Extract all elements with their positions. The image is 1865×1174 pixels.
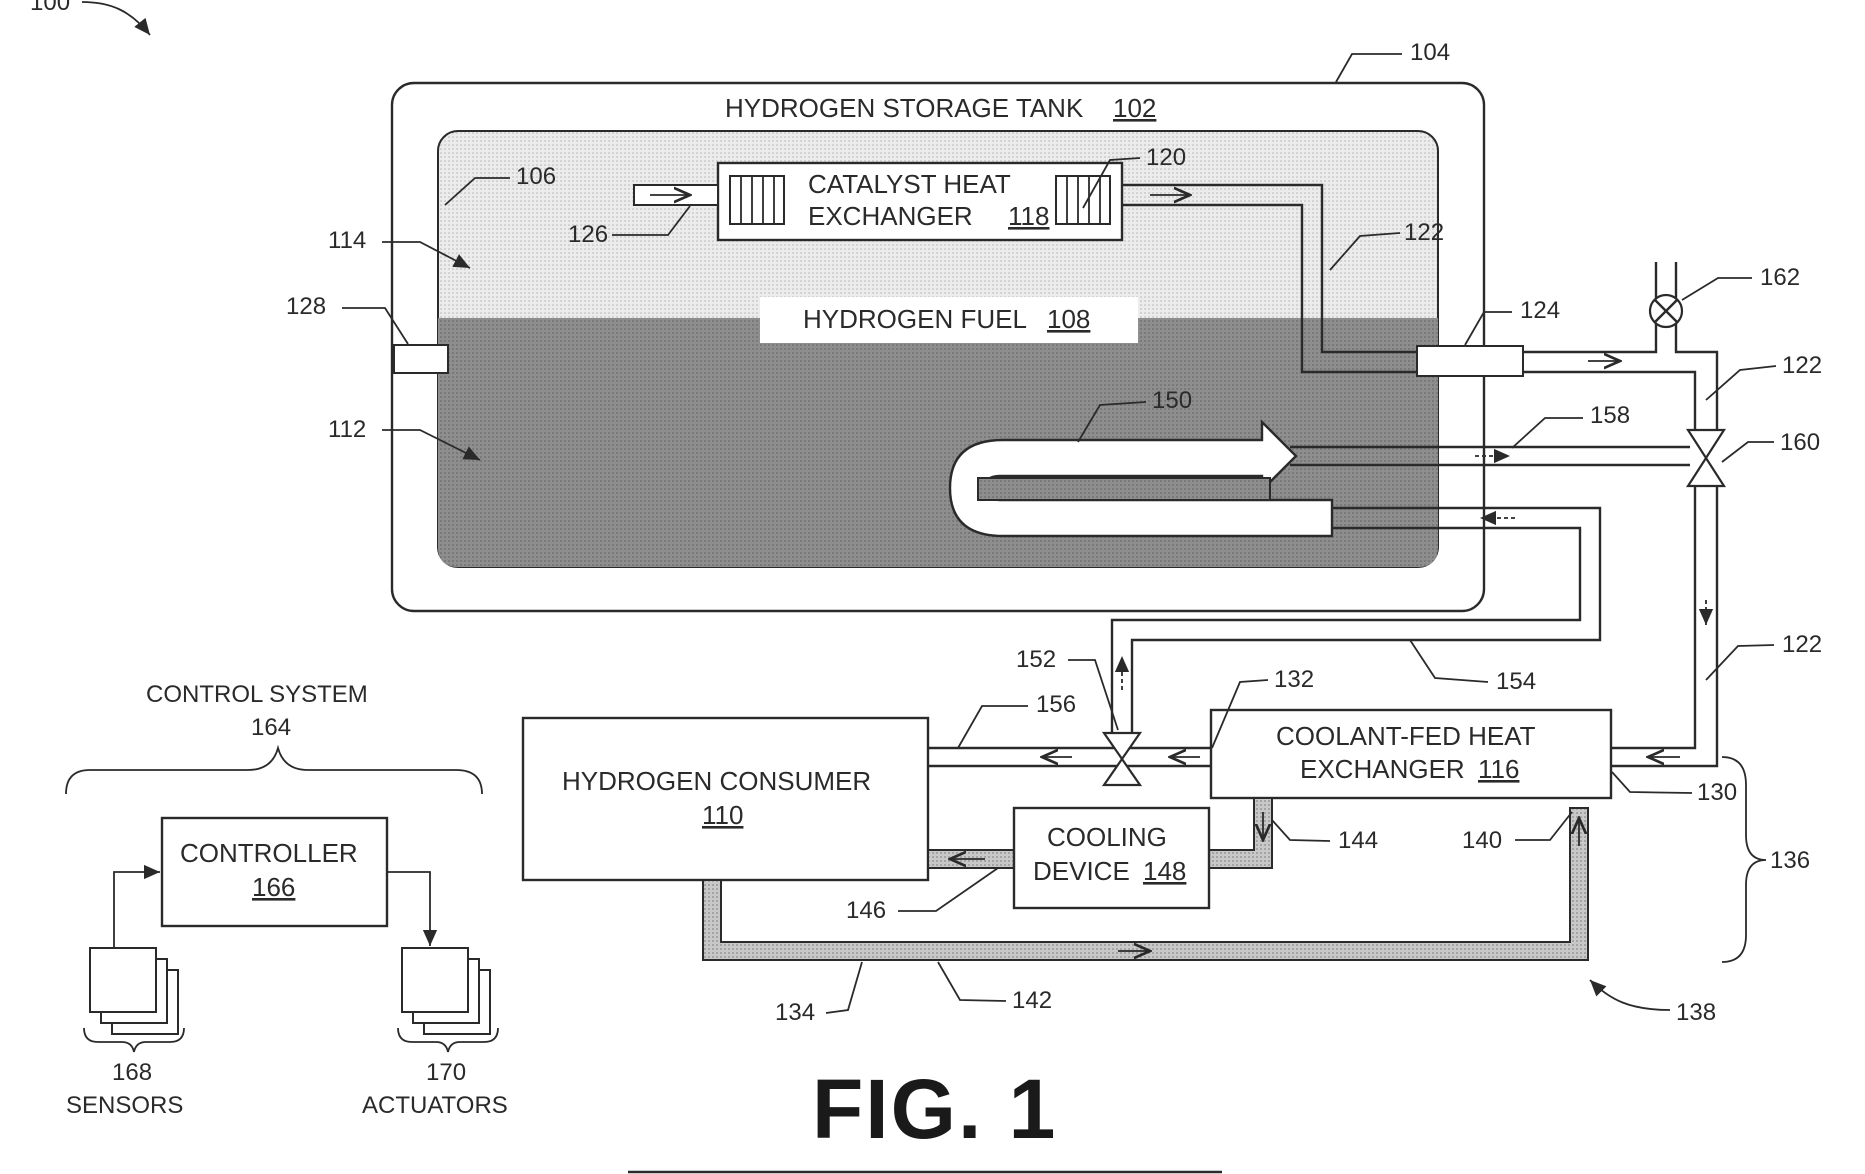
leader-140: 140 [1462,812,1572,854]
coolant-hx-line2: EXCHANGER [1300,754,1465,784]
actuators-ref: 170 [426,1059,466,1086]
cooling-device-line2: DEVICE [1033,856,1130,886]
catalyst-hx-line2: EXCHANGER [808,201,973,231]
tank-title: HYDROGEN STORAGE TANK [725,93,1084,123]
svg-text:120: 120 [1146,144,1186,171]
coolant-hx-ref: 116 [1478,754,1519,784]
svg-text:154: 154 [1496,668,1536,695]
svg-text:138: 138 [1676,999,1716,1026]
control-system-label: CONTROL SYSTEM [146,681,368,708]
svg-text:130: 130 [1697,779,1737,806]
svg-text:136: 136 [1770,847,1810,874]
leader-142: 142 [938,962,1052,1014]
coolant-hx-line1: COOLANT-FED HEAT [1276,721,1536,751]
svg-text:160: 160 [1780,429,1820,456]
leader-122-right: 122 [1706,352,1822,400]
svg-text:100: 100 [30,0,70,16]
svg-text:150: 150 [1152,387,1192,414]
control-system-brace [66,748,482,794]
sensors-label: SENSORS [66,1092,183,1119]
control-system: CONTROL SYSTEM 164 CONTROLLER 166 168 SE… [66,681,508,1119]
svg-text:162: 162 [1760,264,1800,291]
figure-ref-100: 100 [30,0,150,35]
catalyst-hx-line1: CATALYST HEAT [808,169,1011,199]
actuators-stack-icon [402,948,490,1034]
consumer-feed-156: 156 [928,691,1211,766]
cooling-device: COOLING DEVICE 148 [1014,808,1209,908]
consumer-ref: 110 [702,800,743,830]
hydrogen-fuel-label: HYDROGEN FUEL [803,304,1027,334]
svg-text:114: 114 [328,227,366,254]
figure-title: FIG. 1 [812,1062,1057,1156]
svg-text:106: 106 [516,163,556,190]
catalyst-grid-left-icon [730,176,784,224]
svg-text:132: 132 [1274,666,1314,693]
svg-text:142: 142 [1012,987,1052,1014]
leader-134: 134 [775,962,862,1026]
coolant-fed-heat-exchanger: COOLANT-FED HEAT EXCHANGER 116 [1211,710,1611,798]
svg-text:122: 122 [1782,631,1822,658]
valve-162: 162 [1650,264,1800,327]
catalyst-hx-ref: 118 [1008,201,1049,231]
svg-text:128: 128 [286,293,326,320]
tank-title-ref: 102 [1113,93,1156,123]
catalyst-grid-right-icon [1056,176,1110,224]
catalyst-heat-exchanger: CATALYST HEAT EXCHANGER 118 [718,163,1122,240]
leader-104: 104 [1336,39,1450,82]
svg-text:124: 124 [1520,297,1560,324]
hydrogen-consumer: HYDROGEN CONSUMER 110 [523,718,928,880]
sensors-stack-icon [90,948,178,1034]
svg-text:104: 104 [1410,39,1450,66]
leader-144: 144 [1272,820,1378,854]
svg-text:144: 144 [1338,827,1378,854]
svg-text:152: 152 [1016,646,1056,673]
leader-130: 130 [1612,772,1737,806]
svg-text:134: 134 [775,999,815,1026]
actuators-label: ACTUATORS [362,1092,508,1119]
sensors-ref: 168 [112,1059,152,1086]
svg-text:158: 158 [1590,402,1630,429]
cooling-device-line1: COOLING [1047,822,1167,852]
figure-caption: FIG. 1 [812,1062,1057,1156]
svg-text:156: 156 [1036,691,1076,718]
svg-text:122: 122 [1782,352,1822,379]
fuel-line-122-lower: 122 [1611,486,1822,766]
svg-text:126: 126 [568,221,608,248]
port-128: 128 [286,293,448,373]
leader-138: 138 [1590,980,1716,1026]
svg-text:146: 146 [846,897,886,924]
control-system-ref: 164 [251,714,291,741]
valve-160: 160 [1688,429,1820,486]
svg-text:112: 112 [328,416,366,443]
consumer-line1: HYDROGEN CONSUMER [562,766,871,796]
svg-text:140: 140 [1462,827,1502,854]
cooling-device-ref: 148 [1143,856,1186,886]
hydrogen-fuel-ref: 108 [1047,304,1090,334]
controller-ref: 166 [252,872,295,902]
controller-label: CONTROLLER [180,838,358,868]
svg-text:122: 122 [1404,219,1444,246]
